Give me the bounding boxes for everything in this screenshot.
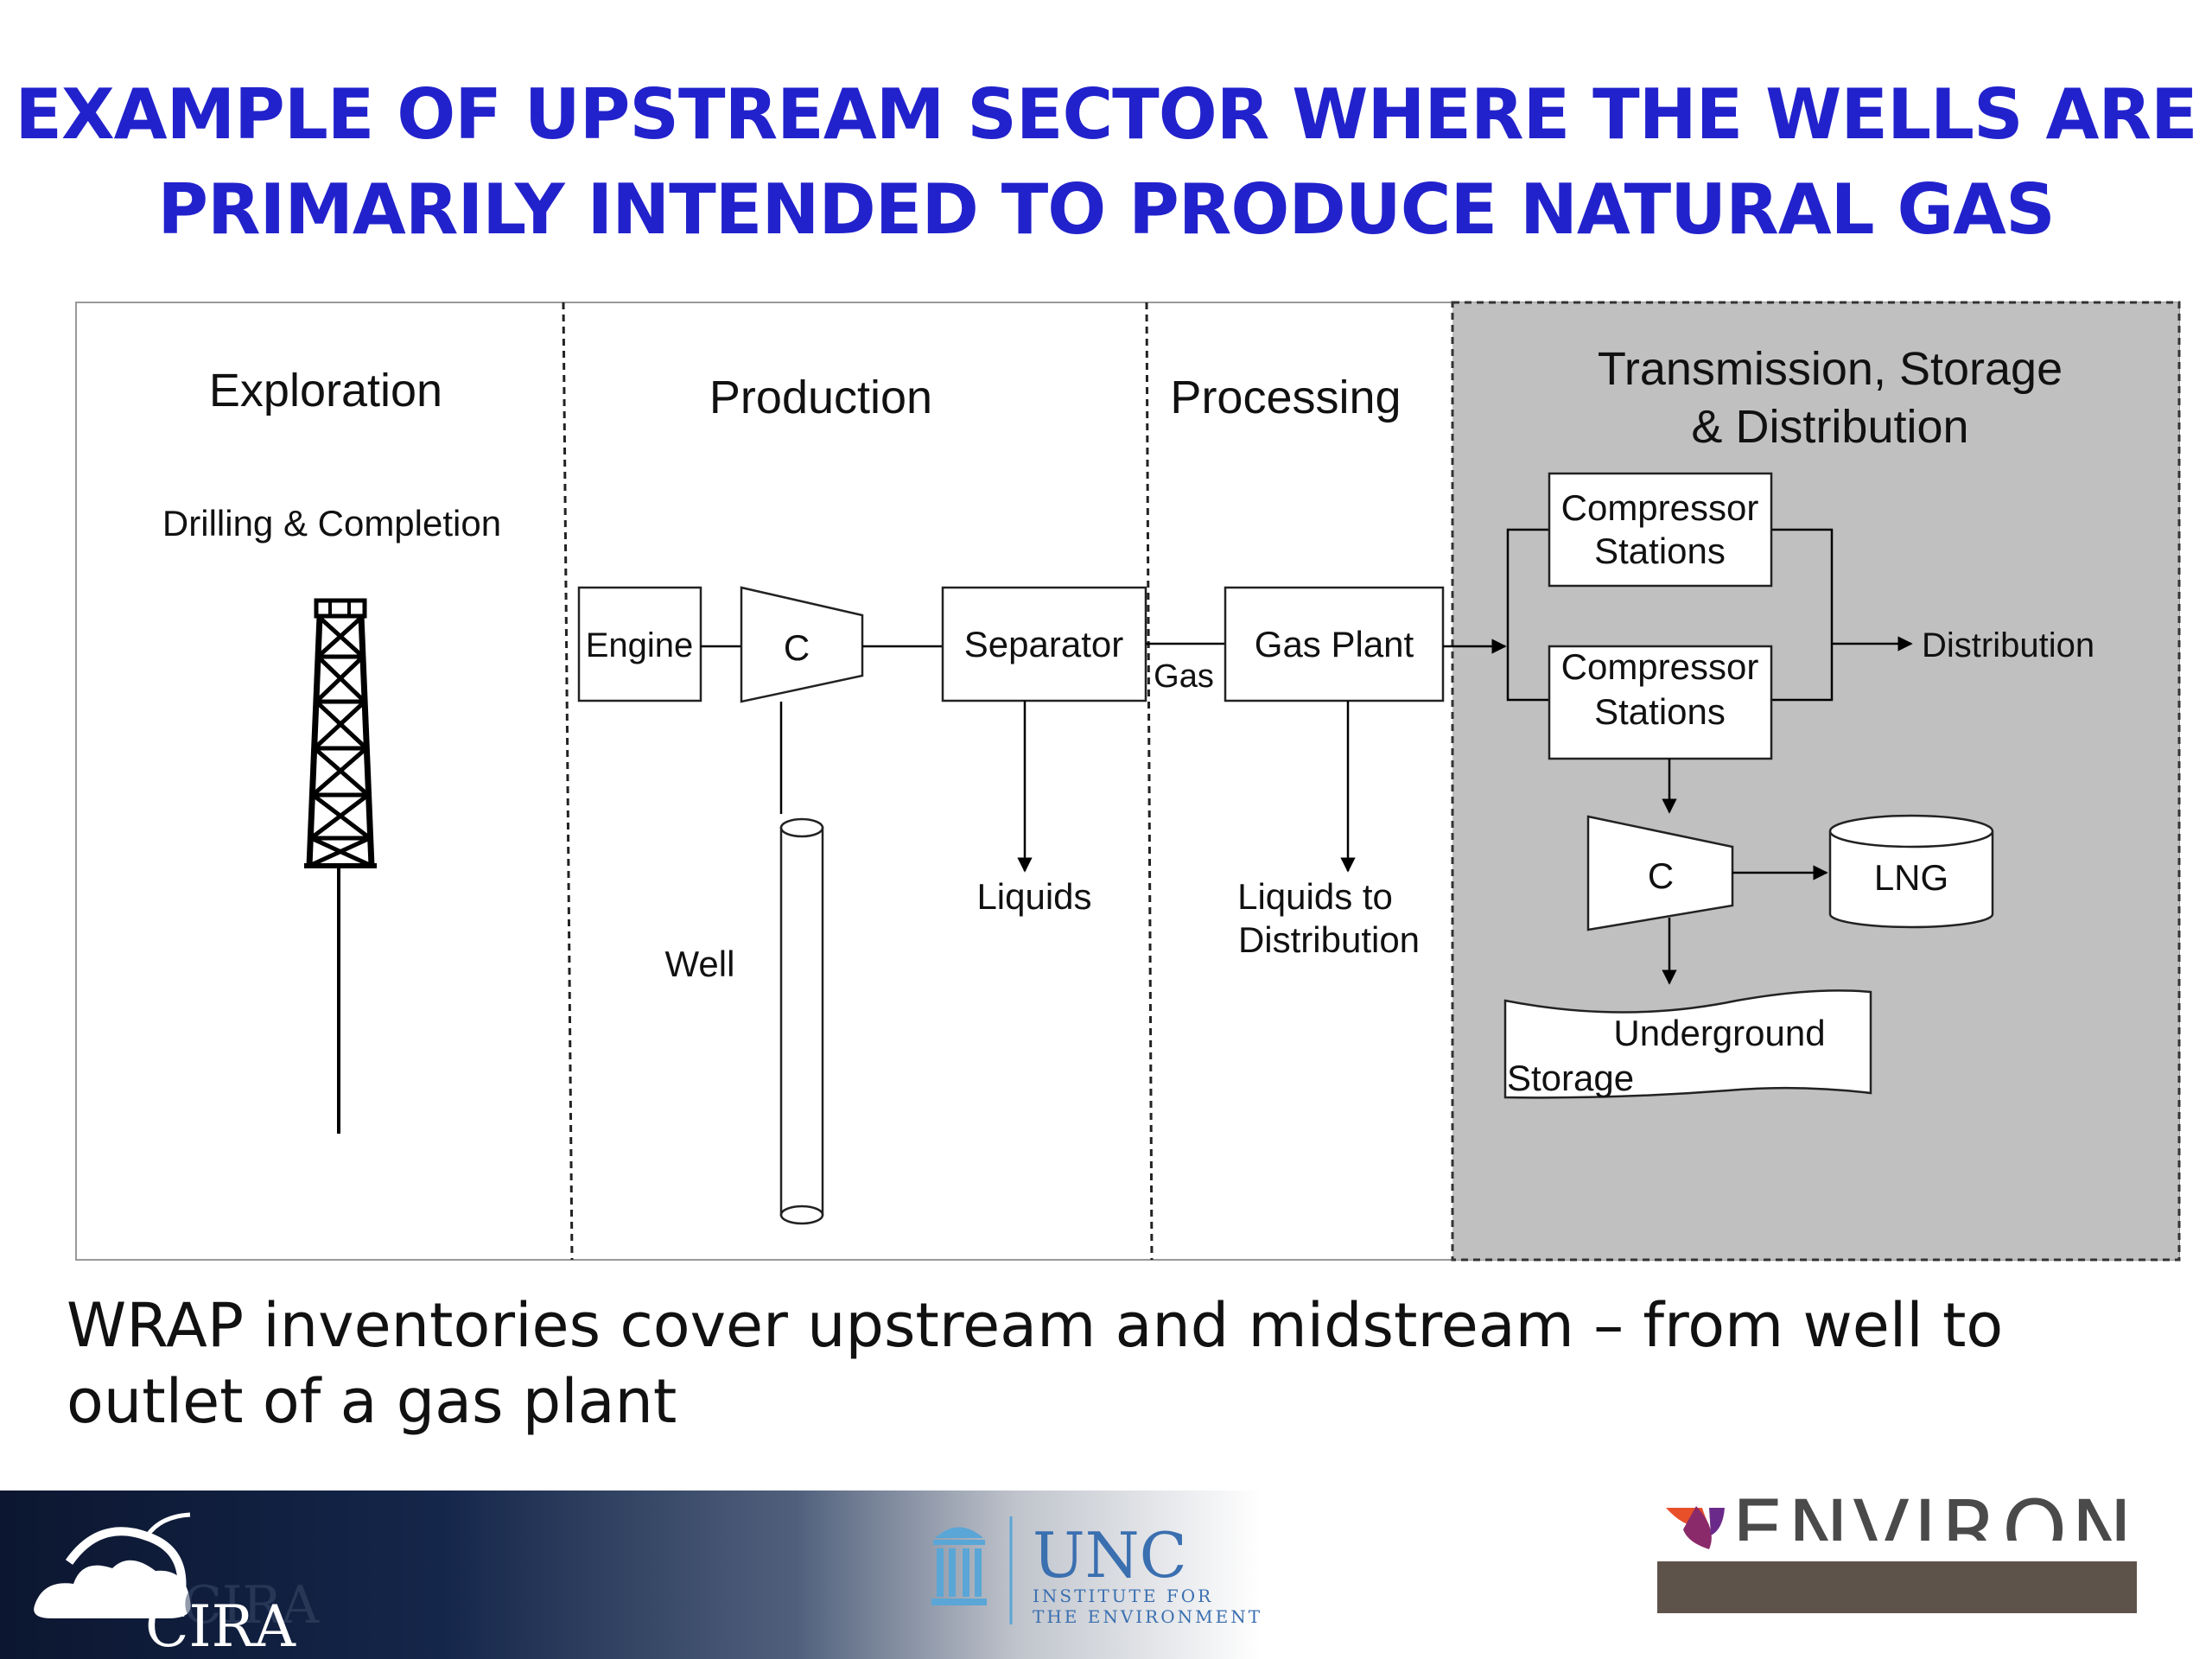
svg-text:CIRA: CIRA — [182, 1575, 320, 1636]
separator-box — [941, 586, 1147, 702]
compressor-station-top-line-1: Compressor — [1561, 487, 1759, 528]
lng-tank-icon — [1828, 814, 1994, 929]
title-line-1: EXAMPLE OF UPSTREAM SECTOR WHERE THE WEL… — [15, 74, 2197, 155]
well-pipe — [779, 817, 824, 1225]
section-production: Production — [709, 372, 932, 423]
section-transmission-line-1: Transmission, Storage — [1598, 343, 2063, 395]
unc-subtitle-line-2: THE ENVIRONMENT — [1033, 1606, 1262, 1627]
section-transmission-line-2: & Distribution — [1691, 401, 1968, 453]
slide-title: EXAMPLE OF UPSTREAM SECTOR WHERE THE WEL… — [0, 67, 2212, 257]
subtitle-line-1: WRAP inventories cover upstream and mids… — [67, 1290, 2004, 1361]
gas-plant-box — [1224, 586, 1445, 702]
divider-production-processing — [1145, 302, 1154, 1261]
divider-exploration-production — [562, 302, 574, 1261]
derrick-icon — [304, 598, 377, 1134]
drilling-label: Drilling & Completion — [162, 503, 501, 543]
engine-label: Engine — [586, 626, 694, 664]
unc-logo: UNC INSTITUTE FOR THE ENVIRONMENT — [931, 1516, 1262, 1627]
production-compressor-label: C — [784, 627, 810, 668]
unc-subtitle-line-1: INSTITUTE FOR — [1033, 1586, 1213, 1606]
lng-label: LNG — [1874, 857, 1948, 898]
separator-label: Separator — [964, 624, 1123, 664]
liquids-to-distribution-line-2: Distribution — [1238, 919, 1420, 960]
gas-sector-diagram: Exploration Production Processing Transm… — [75, 301, 2181, 1262]
slide-subtitle: WRAP inventories cover upstream and mids… — [67, 1287, 2175, 1440]
environ-bar — [1657, 1561, 2137, 1613]
cira-wordmark: CIRA — [145, 1593, 296, 1657]
section-processing: Processing — [1170, 372, 1401, 423]
underground-storage-line-1: Underground — [1613, 1013, 1825, 1053]
cira-logo: CIRA CIRA — [34, 1512, 320, 1657]
lng-compressor — [1586, 815, 1734, 931]
gas-label: Gas — [1154, 658, 1214, 695]
distribution-label: Distribution — [1922, 626, 2094, 664]
environ-logo: ENVIRON — [1657, 1491, 2137, 1613]
underground-storage-line-2: Storage — [1507, 1058, 1634, 1098]
title-line-2: PRIMARILY INTENDED TO PRODUCE NATURAL GA… — [157, 169, 2055, 250]
compressor-station-bottom-line-2: Stations — [1594, 691, 1726, 732]
underground-storage-shape — [1503, 989, 1872, 1099]
compressor-station-top-line-2: Stations — [1594, 531, 1726, 571]
transmission-panel — [1451, 301, 2181, 1262]
footer-banner: CIRA CIRA UNC INSTITUTE FOR THE ENVIRONM… — [0, 1491, 2212, 1659]
section-exploration: Exploration — [209, 365, 442, 416]
liquids-label: Liquids — [976, 876, 1091, 917]
compressor-station-bottom — [1548, 645, 1773, 760]
liquids-to-distribution-line-1: Liquids to — [1237, 876, 1393, 917]
subtitle-line-2: outlet of a gas plant — [67, 1366, 677, 1437]
unc-wordmark: UNC — [1033, 1519, 1187, 1592]
environ-wordmark: ENVIRON — [1732, 1491, 2137, 1580]
lng-compressor-label: C — [1648, 855, 1674, 896]
unc-old-well-icon — [931, 1527, 987, 1605]
gas-plant-label: Gas Plant — [1255, 624, 1414, 664]
well-label: Well — [665, 944, 735, 984]
compressor-station-bottom-line-1: Compressor — [1561, 646, 1759, 687]
production-compressor — [740, 586, 864, 703]
compressor-station-top — [1548, 472, 1773, 588]
engine-box — [577, 586, 702, 702]
